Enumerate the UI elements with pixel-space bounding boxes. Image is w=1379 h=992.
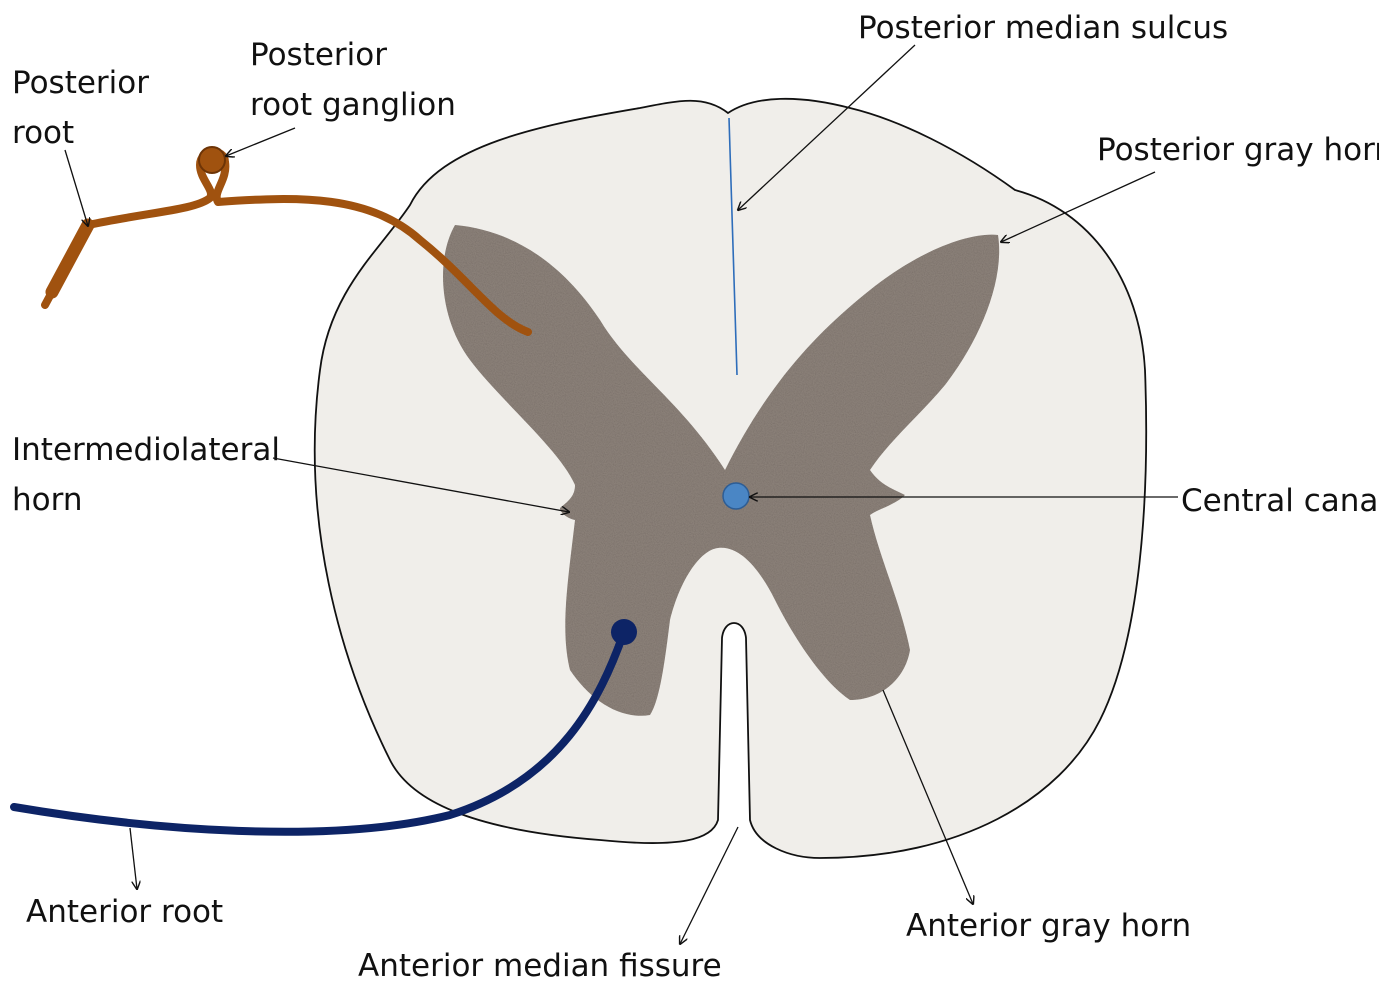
label-posterior-root: Posterior root <box>12 58 149 158</box>
label-posterior-gray-horn: Posterior gray horn <box>1097 125 1379 175</box>
label-anterior-gray-horn: Anterior gray horn <box>906 901 1191 951</box>
posterior-root-stub <box>52 225 88 292</box>
posterior-root-ganglion <box>199 147 225 173</box>
leader-anterior-median-fissure <box>680 827 738 944</box>
leader-anterior-root <box>130 828 137 889</box>
label-central-canal: Central canal <box>1181 476 1379 526</box>
central-canal <box>723 483 749 509</box>
leader-posterior-root-ganglion <box>226 128 295 156</box>
label-intermediolateral-horn: Intermediolateral horn <box>12 425 280 525</box>
anterior-root-terminal <box>611 619 637 645</box>
label-posterior-median-sulcus: Posterior median sulcus <box>858 3 1228 53</box>
label-posterior-root-ganglion: Posterior root ganglion <box>250 30 456 130</box>
label-anterior-root: Anterior root <box>26 887 223 937</box>
label-anterior-median-fissure: Anterior median fissure <box>358 941 722 991</box>
leader-posterior-root <box>65 150 88 226</box>
